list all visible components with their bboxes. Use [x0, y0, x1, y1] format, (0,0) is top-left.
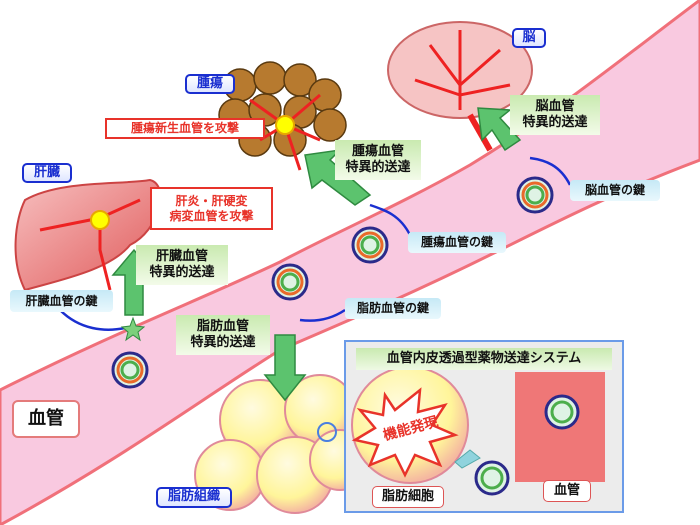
liver-attack-label: 肝炎・肝硬変 病変血管を攻撃 [150, 187, 273, 230]
fat-delivery-label: 脂肪血管特異的送達 [176, 315, 270, 355]
brain-delivery-line2: 特異的送達 [522, 115, 588, 130]
tumor-label: 腫瘍 [185, 74, 235, 94]
liver-icon [14, 178, 162, 292]
liposome-icons [111, 176, 554, 389]
liver-attack-line1: 肝炎・肝硬変 [175, 193, 248, 208]
brain-delivery-line1: 脳血管 [535, 98, 575, 114]
fat-delivery-line2: 特異的送達 [190, 335, 256, 350]
inset-vessel-label: 血管 [543, 480, 591, 502]
fat-cell-label: 脂肪細胞 [372, 486, 444, 508]
liver-attack-line2: 病変血管を攻撃 [169, 208, 254, 223]
inset-title: 血管内皮透過型薬物送達システム [356, 348, 612, 370]
star-key-icon [120, 316, 146, 342]
brain-label: 脳 [512, 28, 546, 48]
burst-icon [351, 387, 459, 478]
fat-tissue-label: 脂肪組織 [156, 487, 232, 508]
fat-delivery-line1: 脂肪血管 [196, 318, 249, 334]
liver-label: 肝臓 [22, 163, 72, 183]
tumor-delivery-label: 腫瘍血管特異的送達 [335, 140, 421, 180]
brain-key-label: 脳血管の鍵 [570, 180, 660, 201]
tumor-delivery-line1: 腫瘍血管 [351, 143, 404, 159]
liver-delivery-label: 肝臓血管特異的送達 [136, 245, 228, 285]
key-arrows [59, 156, 572, 331]
tumor-attack-label: 腫瘍新生血管を攻撃 [105, 118, 265, 139]
liver-delivery-line2: 特異的送達 [149, 265, 215, 280]
vessel-label: 血管 [12, 400, 80, 438]
tumor-delivery-line2: 特異的送達 [345, 160, 411, 175]
fat-key-label: 脂肪血管の鍵 [345, 298, 441, 319]
brain-icon [387, 21, 533, 152]
liver-key-label: 肝臓血管の鍵 [10, 290, 113, 312]
brain-delivery-label: 脳血管特異的送達 [510, 95, 600, 135]
tumor-key-label: 腫瘍血管の鍵 [408, 232, 506, 253]
liver-delivery-line1: 肝臓血管 [155, 248, 208, 264]
